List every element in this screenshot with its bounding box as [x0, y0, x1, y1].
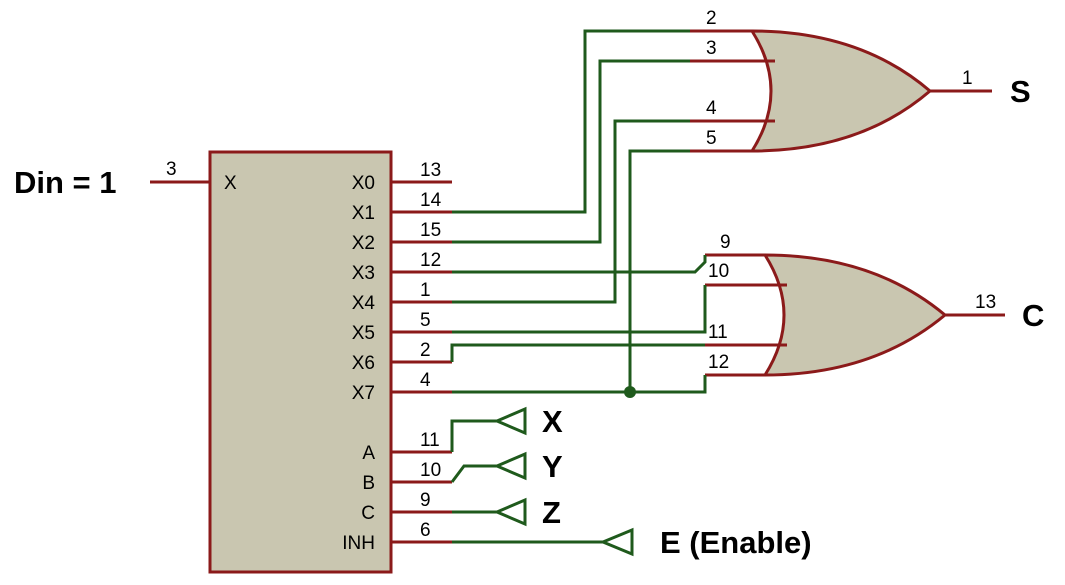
- pin-name-x0: X0: [352, 173, 375, 194]
- or-gate-s: [749, 29, 933, 153]
- terminal-y-icon: [493, 451, 527, 481]
- wires: [450, 29, 707, 544]
- input-x-label: X: [542, 404, 563, 439]
- pin-name-x6: X6: [352, 353, 375, 374]
- or-s-in-5: 5: [706, 128, 717, 149]
- terminal-e-icon: [599, 527, 634, 557]
- demux-output-stubs: [391, 180, 452, 544]
- or-gate-c: [762, 253, 948, 377]
- pin-number-x5: 5: [420, 310, 431, 331]
- pin-number-x4: 1: [420, 280, 431, 301]
- din-label: Din = 1: [14, 165, 117, 200]
- pin-name-x1: X1: [352, 203, 375, 224]
- pin-number-x1: 14: [420, 190, 442, 211]
- terminal-z-icon: [493, 497, 527, 527]
- output-c-label: C: [1022, 298, 1044, 333]
- demux-input-pin-label: X: [224, 173, 237, 194]
- pin-number-x2: 15: [420, 220, 441, 241]
- pin-number-x3: 12: [420, 250, 441, 271]
- input-enable-label: E (Enable): [660, 525, 812, 560]
- or-s-in-3: 3: [706, 38, 717, 59]
- pin-name-b: B: [362, 473, 375, 494]
- or-c-out-13: 13: [975, 292, 996, 313]
- output-s-label: S: [1010, 74, 1031, 109]
- pin-name-x4: X4: [352, 293, 376, 314]
- pin-name-x7: X7: [352, 383, 375, 404]
- pin-number-x6: 2: [420, 340, 431, 361]
- pin-name-c: C: [361, 503, 375, 524]
- terminal-x-icon: [493, 406, 527, 436]
- demux-body: [208, 150, 393, 574]
- or-s-in-4: 4: [706, 98, 717, 119]
- or-c-in-12: 12: [708, 352, 729, 373]
- input-y-label: Y: [542, 449, 563, 484]
- pin-number-a: 11: [420, 430, 440, 451]
- or-c-in-10: 10: [708, 261, 729, 282]
- din-pin-number: 3: [166, 159, 177, 180]
- pin-name-inh: INH: [342, 533, 375, 554]
- input-z-label: Z: [542, 495, 561, 530]
- pin-number-inh: 6: [420, 520, 431, 541]
- or-gate-c-input-stubs: [705, 253, 787, 377]
- pin-name-x3: X3: [352, 263, 375, 284]
- or-gate-s-input-stubs: [690, 29, 775, 153]
- pin-number-x7: 4: [420, 370, 431, 391]
- pin-name-x2: X2: [352, 233, 375, 254]
- pin-number-x0: 13: [420, 160, 441, 181]
- or-c-in-9: 9: [720, 232, 731, 253]
- pin-number-c: 9: [420, 490, 431, 511]
- pin-name-a: A: [362, 443, 375, 464]
- pin-name-x5: X5: [352, 323, 375, 344]
- or-s-in-2: 2: [706, 8, 717, 29]
- pin-number-b: 10: [420, 460, 441, 481]
- junction-dot: [624, 386, 636, 398]
- or-c-in-11: 11: [708, 322, 728, 343]
- or-s-out-1: 1: [962, 68, 973, 89]
